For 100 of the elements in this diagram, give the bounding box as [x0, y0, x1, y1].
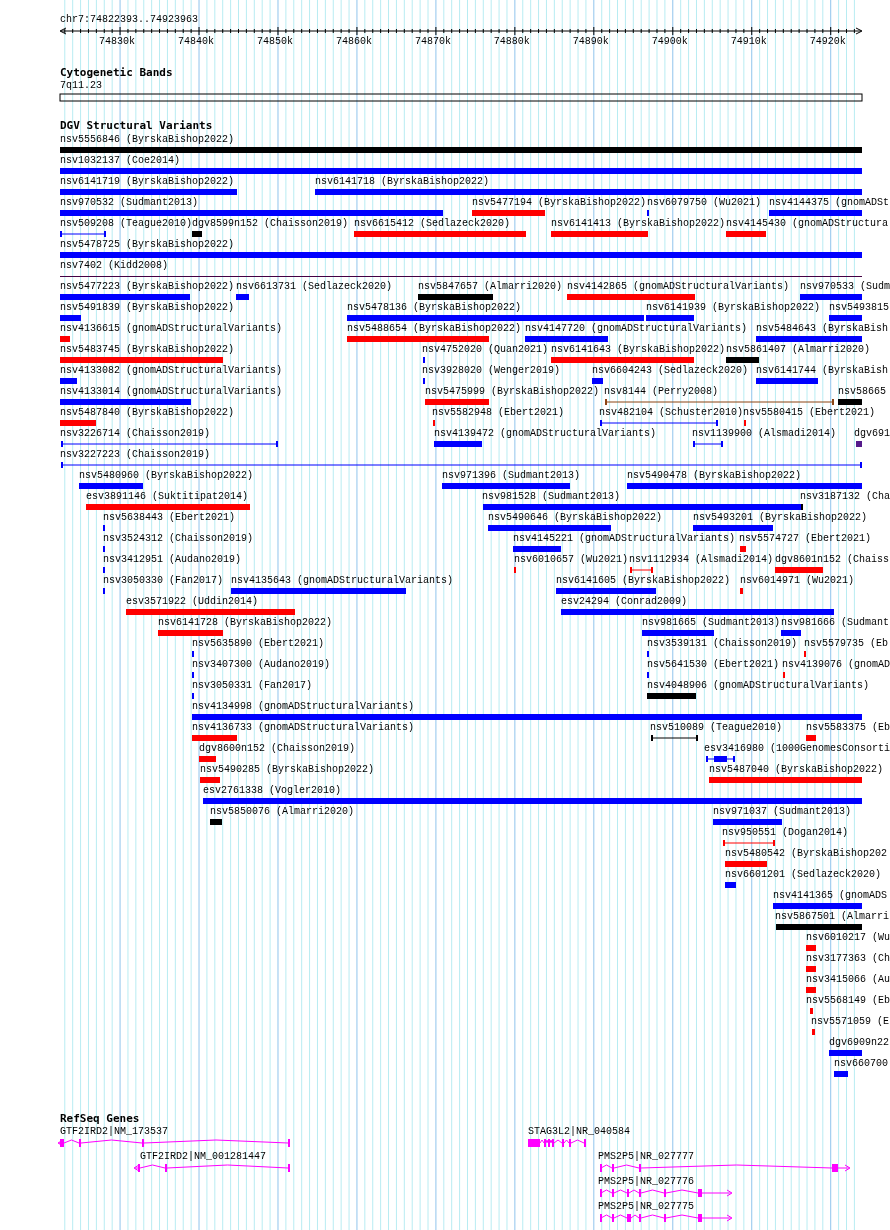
variant-label: nsv5638443 (Ebert2021): [103, 512, 236, 524]
variant-label: nsv6141939 (ByrskaBishop2022): [646, 302, 821, 314]
variant-label: nsv8144 (Perry2008): [604, 386, 719, 398]
variant-label: nsv3412951 (Audano2019): [103, 554, 242, 566]
variant-label: nsv1139900 (Alsmadi2014): [692, 428, 837, 440]
variant-label: nsv5478725 (ByrskaBishop2022): [60, 239, 235, 251]
variant-label: esv3571922 (Uddin2014): [126, 596, 259, 608]
variant-label: nsv5635890 (Ebert2021): [192, 638, 325, 650]
variant-label: nsv58665: [838, 386, 886, 398]
track-title: DGV Structural Variants: [60, 120, 213, 132]
variant-label: nsv5477223 (ByrskaBishop2022): [60, 281, 235, 293]
variant-label: nsv5583375 (Eb: [806, 722, 890, 734]
variant-label: dgv6909n22: [829, 1037, 889, 1049]
variant-label: nsv6141719 (ByrskaBishop2022): [60, 176, 235, 188]
gene-label: PMS2P5|NR_027775: [598, 1201, 694, 1213]
variant-label: nsv5483745 (ByrskaBishop2022): [60, 344, 235, 356]
variant-label: nsv4144375 (gnomADSt: [769, 197, 890, 209]
variant-label: nsv5493815: [829, 302, 889, 314]
variant-label: nsv6010657 (Wu2021): [514, 554, 629, 566]
variant-label: nsv5861407 (Almarri2020): [726, 344, 871, 356]
variant-label: nsv5475999 (ByrskaBishop2022): [425, 386, 600, 398]
gene-label: GTF2IRD2|NM_173537: [60, 1126, 169, 1138]
variant-label: nsv510089 (Teague2010): [650, 722, 783, 734]
variant-label: nsv5487840 (ByrskaBishop2022): [60, 407, 235, 419]
variant-label: nsv4145430 (gnomADStructura: [726, 218, 889, 230]
variant-label: nsv3415066 (Au: [806, 974, 890, 986]
tick-label: 74850k: [257, 36, 293, 48]
variant-label: nsv6014971 (Wu2021): [740, 575, 855, 587]
variant-label: nsv5556846 (ByrskaBishop2022): [60, 134, 235, 146]
variant-label: nsv5580415 (Ebert2021): [743, 407, 876, 419]
variant-label: nsv3050330 (Fan2017): [103, 575, 224, 587]
tick-label: 74880k: [493, 36, 530, 48]
track-title: Cytogenetic Bands: [60, 67, 173, 79]
variant-label: nsv3539131 (Chaisson2019): [647, 638, 798, 650]
variant-label: nsv6604243 (Sedlazeck2020): [592, 365, 749, 377]
variant-label: nsv5490646 (ByrskaBishop2022): [488, 512, 663, 524]
variant-label: esv24294 (Conrad2009): [561, 596, 688, 608]
variant-label: nsv5641530 (Ebert2021): [647, 659, 780, 671]
variant-label: dgv8600n152 (Chaisson2019): [199, 743, 356, 755]
variant-label: nsv5480960 (ByrskaBishop2022): [79, 470, 254, 482]
variant-label: nsv5487040 (ByrskaBishop2022): [709, 764, 884, 776]
variant-label: nsv5490478 (ByrskaBishop2022): [627, 470, 802, 482]
gene-label: PMS2P5|NR_027776: [598, 1176, 694, 1188]
tick-label: 74910k: [730, 36, 767, 48]
variant-label: nsv3407300 (Audano2019): [192, 659, 331, 671]
variant-label: nsv3187132 (Cha: [800, 491, 890, 503]
variant-label: nsv5568149 (Eb: [806, 995, 890, 1007]
variant-label: nsv6141718 (ByrskaBishop2022): [315, 176, 490, 188]
variant-label: nsv6613731 (Sedlazeck2020): [236, 281, 393, 293]
variant-label: nsv6141643 (ByrskaBishop2022): [551, 344, 726, 356]
variant-label: nsv5480542 (ByrskaBishop202: [725, 848, 888, 860]
tick-label: 74900k: [651, 36, 688, 48]
variant-label: nsv4136733 (gnomADStructuralVariants): [192, 722, 415, 734]
variant-label: nsv4145221 (gnomADStructuralVariants): [513, 533, 736, 545]
variant-label: nsv981665 (Sudmant2013): [642, 617, 781, 629]
tick-label: 74890k: [572, 36, 609, 48]
variant-label: nsv6079750 (Wu2021): [647, 197, 762, 209]
variant-label: nsv6010217 (Wu: [806, 932, 890, 944]
variant-label: esv3891146 (Suktitipat2014): [86, 491, 249, 503]
variant-label: nsv5847657 (Almarri2020): [418, 281, 563, 293]
variant-label: nsv5478136 (ByrskaBishop2022): [347, 302, 522, 314]
variant-label: nsv509208 (Teague2010): [60, 218, 193, 230]
variant-label: nsv4134998 (gnomADStructuralVariants): [192, 701, 415, 713]
variant-label: nsv1032137 (Coe2014): [60, 155, 181, 167]
variant-label: nsv4048906 (gnomADStructuralVariants): [647, 680, 870, 692]
variant-label: nsv970533 (Sudm: [800, 281, 890, 293]
variant-label: nsv1112934 (Alsmadi2014): [629, 554, 774, 566]
tick-label: 74860k: [335, 36, 372, 48]
variant-label: nsv6141413 (ByrskaBishop2022): [551, 218, 726, 230]
variant-label: nsv3177363 (Ch: [806, 953, 890, 965]
variant-label: nsv971037 (Sudmant2013): [713, 806, 852, 818]
gene-label: GTF2IRD2|NM_001281447: [140, 1151, 267, 1163]
variant-label: nsv4139472 (gnomADStructuralVariants): [434, 428, 657, 440]
variant-label: nsv5571059 (E: [811, 1016, 889, 1028]
variant-label: nsv950551 (Dogan2014): [722, 827, 849, 839]
variant-label: nsv5491839 (ByrskaBishop2022): [60, 302, 235, 314]
variant-label: nsv6601201 (Sedlazeck2020): [725, 869, 882, 881]
variant-label: nsv981666 (Sudmant: [781, 617, 890, 629]
variant-label: nsv5867501 (Almarri: [775, 911, 890, 923]
variant-label: esv2761338 (Vogler2010): [203, 785, 342, 797]
variant-label: nsv6141605 (ByrskaBishop2022): [556, 575, 731, 587]
variant-label: nsv5484643 (ByrskaBish: [756, 323, 889, 335]
tick-label: 74830k: [99, 36, 136, 48]
gene-label: STAG3L2|NR_040584: [528, 1126, 631, 1138]
variant-label: nsv4136615 (gnomADStructuralVariants): [60, 323, 283, 335]
variant-label: dgv8601n152 (Chaiss: [775, 554, 890, 566]
variant-label: nsv3050331 (Fan2017): [192, 680, 313, 692]
variant-label: dgv8599n152 (Chaisson2019): [192, 218, 349, 230]
variant-label: esv3416980 (1000GenomesConsorti: [704, 743, 890, 755]
band-label: 7q11.23: [60, 80, 102, 92]
variant-label: nsv4141365 (gnomADS: [773, 890, 888, 902]
variant-label: nsv4139076 (gnomAD: [782, 659, 890, 671]
tick-label: 74870k: [414, 36, 451, 48]
variant-label: nsv7402 (Kidd2008): [60, 260, 169, 272]
variant-label: nsv6141744 (ByrskaBish: [756, 365, 889, 377]
variant-label: nsv5490285 (ByrskaBishop2022): [200, 764, 375, 776]
coordinate-range: chr7:74822393..74923963: [60, 14, 199, 26]
variant-label: nsv3226714 (Chaisson2019): [60, 428, 211, 440]
variant-label: nsv5850076 (Almarri2020): [210, 806, 355, 818]
variant-label: nsv4135643 (gnomADStructuralVariants): [231, 575, 454, 587]
